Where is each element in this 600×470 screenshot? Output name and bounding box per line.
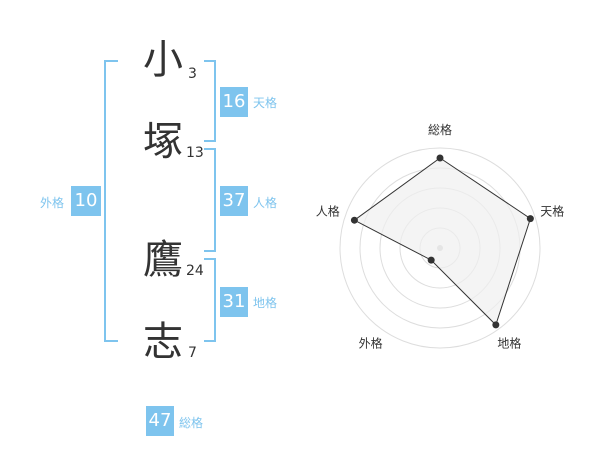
- name-char-2: 塚: [143, 119, 183, 165]
- gaikaku-label: 外格: [40, 196, 65, 210]
- tenkaku-label: 天格: [253, 96, 278, 110]
- chikaku-bracket: [204, 258, 216, 342]
- name-char-1: 小: [143, 37, 183, 83]
- stroke-count-4: 7: [188, 345, 197, 361]
- stroke-count-2: 13: [186, 145, 204, 161]
- tenkaku-bracket: [204, 60, 216, 142]
- radar-axis-label: 総格: [428, 122, 452, 137]
- tenkaku-value: 16: [220, 87, 248, 117]
- soukaku-value: 47: [146, 406, 174, 436]
- radar-axis-label: 天格: [540, 204, 564, 219]
- radar-polygon: [353, 157, 531, 326]
- chikaku-value: 31: [220, 287, 248, 317]
- chikaku-label: 地格: [253, 296, 278, 310]
- soukaku-label: 総格: [179, 416, 204, 430]
- radar-point: [526, 215, 534, 223]
- stroke-count-3: 24: [186, 263, 204, 279]
- gaikaku-bracket: [104, 60, 118, 342]
- radar-axis-label: 外格: [359, 335, 383, 350]
- radar-axis-label: 地格: [497, 335, 521, 350]
- name-char-3: 鷹: [143, 237, 183, 283]
- stroke-count-1: 3: [188, 66, 197, 82]
- radar-axis-label: 人格: [316, 204, 340, 219]
- radar-point: [427, 256, 435, 264]
- jinkaku-label: 人格: [253, 196, 278, 210]
- radar-point: [436, 154, 444, 162]
- jinkaku-value: 37: [220, 186, 248, 216]
- radar-point: [492, 321, 500, 329]
- name-char-4: 志: [143, 319, 183, 365]
- radar-point: [350, 216, 358, 224]
- jinkaku-bracket: [204, 148, 216, 252]
- gaikaku-value: 10: [71, 186, 101, 216]
